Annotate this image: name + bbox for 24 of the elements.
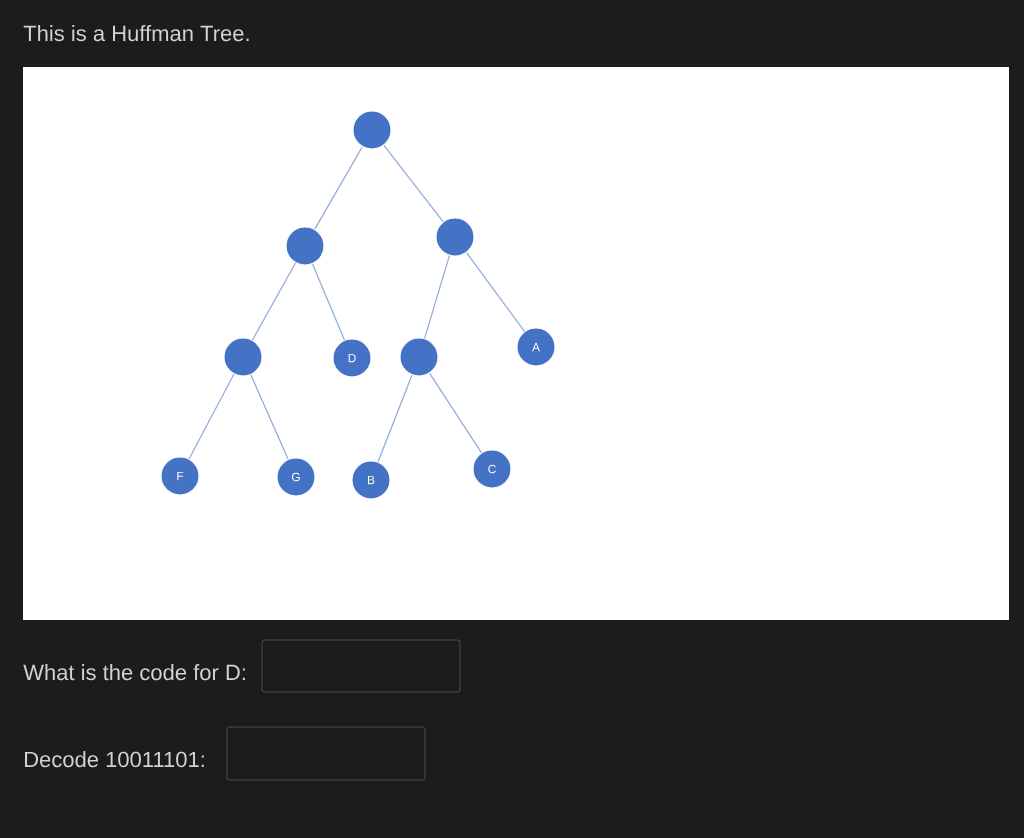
tree-edge — [377, 374, 413, 463]
tree-edge — [188, 373, 235, 460]
tree-edge — [429, 372, 482, 454]
tree-node — [399, 337, 439, 377]
tree-node: B — [351, 460, 391, 500]
tree-node — [435, 217, 475, 257]
heading: This is a Huffman Tree. — [23, 25, 249, 42]
question-text: What is the code for D: — [23, 664, 245, 681]
tree-node: F — [160, 456, 200, 496]
tree-edge — [250, 374, 289, 460]
tree-edge — [465, 252, 526, 332]
tree-node: D — [332, 338, 372, 378]
tree-edge — [383, 144, 444, 223]
tree-edge — [424, 255, 450, 339]
tree-node: G — [276, 457, 316, 497]
tree-node — [285, 226, 325, 266]
tree-edge — [251, 262, 297, 341]
tree-edge — [311, 263, 346, 341]
tree-node: C — [472, 449, 512, 489]
tree-node: A — [516, 327, 556, 367]
tree-node — [352, 110, 392, 150]
tree-edge — [314, 146, 363, 230]
tree-node — [223, 337, 263, 377]
question-text: Decode 10011101: — [25, 751, 204, 768]
